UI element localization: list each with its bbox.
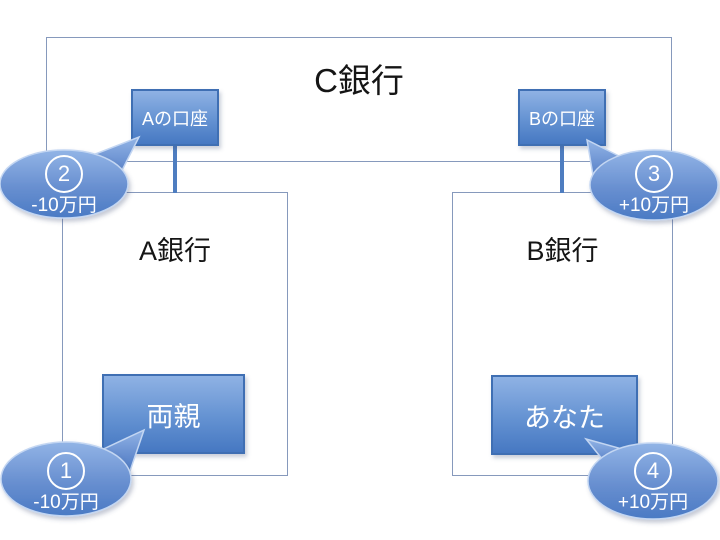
callout-1: 1 -10万円	[1, 452, 131, 514]
b-bank-label: B銀行	[526, 236, 599, 266]
a-bank-label: A銀行	[138, 236, 211, 266]
a-account-label: Aの口座	[141, 108, 208, 129]
callout-1-amount: -10万円	[33, 492, 99, 513]
you-box: あなた	[491, 375, 638, 455]
callout-4: 4 +10万円	[588, 452, 718, 514]
callout-2-amount: -10万円	[31, 195, 97, 216]
b-account-connector	[560, 145, 564, 193]
callout-3-amount: +10万円	[618, 195, 690, 216]
callout-4-number: 4	[634, 452, 672, 490]
a-account-box: Aの口座	[131, 89, 219, 146]
callout-2: 2 -10万円	[0, 155, 129, 217]
you-label: あなた	[524, 402, 605, 433]
parents-label: 両親	[146, 401, 201, 432]
parents-box: 両親	[102, 374, 245, 454]
b-account-label: Bの口座	[528, 108, 595, 129]
callout-2-number: 2	[45, 155, 83, 193]
callout-3: 3 +10万円	[589, 155, 719, 217]
a-account-connector	[173, 145, 177, 193]
callout-3-number: 3	[635, 155, 673, 193]
callout-4-amount: +10万円	[617, 492, 689, 513]
b-account-box: Bの口座	[518, 89, 606, 146]
callout-1-number: 1	[47, 452, 85, 490]
c-bank-label: C銀行	[314, 62, 404, 99]
